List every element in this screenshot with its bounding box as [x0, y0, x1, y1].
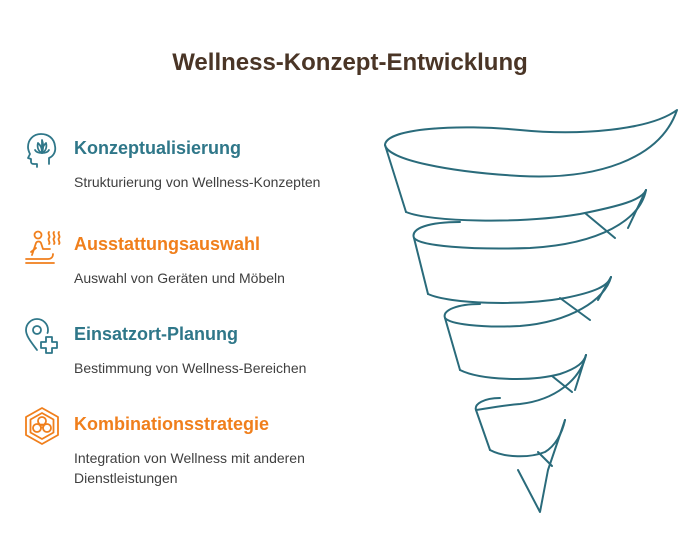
spiral-funnel-illustration	[384, 109, 678, 513]
spiral-band-2-lower	[427, 276, 612, 304]
spiral-band-1	[384, 109, 678, 178]
sauna-icon	[22, 226, 62, 266]
page-title: Wellness-Konzept-Entwicklung	[172, 49, 528, 76]
spiral-seam-3	[551, 375, 573, 393]
step-description: Bestimmung von Wellness-Bereichen	[74, 360, 307, 376]
step-description: Strukturierung von Wellness-Konzepten	[74, 174, 321, 190]
spiral-seam-1	[584, 212, 616, 239]
step-heading: Kombinationsstrategie	[74, 414, 270, 434]
spiral-band-3-lower	[459, 354, 587, 380]
head-lotus-icon	[22, 130, 62, 170]
spiral-seam-2	[559, 297, 591, 321]
hexagon-flower-icon	[22, 406, 62, 446]
step-heading: Ausstattungsauswahl	[74, 234, 261, 254]
step-description: Integration von Wellness mit anderen Die…	[74, 450, 305, 486]
spiral-seam-4	[537, 451, 553, 467]
step-heading: Konzeptualisierung	[74, 138, 242, 158]
step-description: Auswahl von Geräten und Möbeln	[74, 270, 285, 286]
spiral-band-2	[412, 189, 647, 250]
spiral-band-1-lower	[405, 189, 647, 222]
step-heading: Einsatzort-Planung	[74, 324, 239, 344]
spiral-band-4	[474, 354, 587, 411]
spiral-band-4-lower	[489, 419, 566, 458]
spiral-band-3	[443, 276, 612, 328]
location-plus-icon	[22, 316, 62, 356]
